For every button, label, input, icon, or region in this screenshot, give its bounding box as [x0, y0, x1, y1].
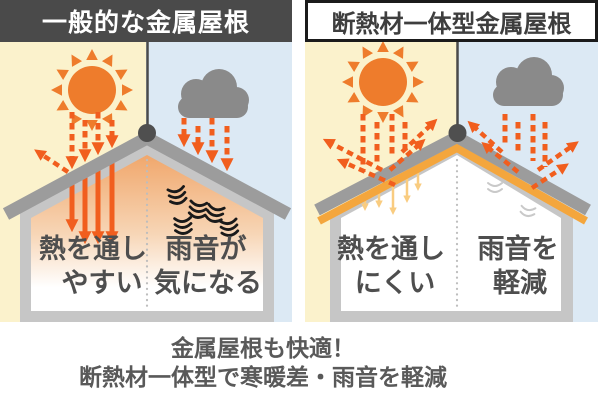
- caption-line2: 断熱材一体型で寒暖差・雨音を軽減: [79, 364, 447, 390]
- sun-icon: [51, 49, 133, 131]
- right-rain-label-line2: 軽減: [493, 268, 547, 298]
- right-panel-title: 断熱材一体型金属屋根: [305, 0, 598, 42]
- rain-cloud-icon: [178, 69, 249, 118]
- left-panel-scene: 熱を通し やすい 雨音が 気になる: [0, 42, 292, 322]
- caption-line1: 金属屋根も快適！: [171, 335, 355, 361]
- left-heat-label-line1: 熱を通し: [39, 234, 147, 264]
- right-rain-label-line1: 雨音を: [478, 233, 559, 264]
- right-panel-scene: 熱を通し にくい 雨音を 軽減: [305, 42, 598, 322]
- left-rain-label-line2: 気になる: [154, 267, 262, 298]
- rain-arrows: [502, 114, 548, 167]
- left-rain-label-line1: 雨音が: [166, 233, 247, 264]
- sun-heat-arrows: [65, 112, 119, 170]
- right-panel-title-text: 断熱材一体型金属屋根: [331, 10, 572, 38]
- insulation-layer: [317, 143, 588, 225]
- right-heat-label-line1: 熱を通し: [337, 234, 445, 264]
- right-heat-label-line2: にくい: [355, 268, 435, 298]
- left-panel-title-text: 一般的な金属屋根: [41, 9, 250, 37]
- rain-arrows: [177, 118, 234, 172]
- heat-reflect-arrow: [34, 149, 70, 174]
- left-panel-title: 一般的な金属屋根: [0, 0, 292, 42]
- roof-peak-joint: [448, 124, 467, 142]
- sun-icon: [342, 42, 424, 123]
- heat-reflect-arrows: [322, 118, 438, 188]
- bottom-caption: 金属屋根も快適！ 断熱材一体型で寒暖差・雨音を軽減: [0, 334, 526, 392]
- left-heat-label-line2: やすい: [62, 268, 143, 298]
- rain-cloud-icon: [493, 57, 564, 106]
- rain-reflect-arrows: [467, 120, 579, 190]
- heat-through-arrows: [65, 155, 119, 245]
- roof-peak-joint: [138, 124, 156, 142]
- house-interior: [341, 155, 561, 311]
